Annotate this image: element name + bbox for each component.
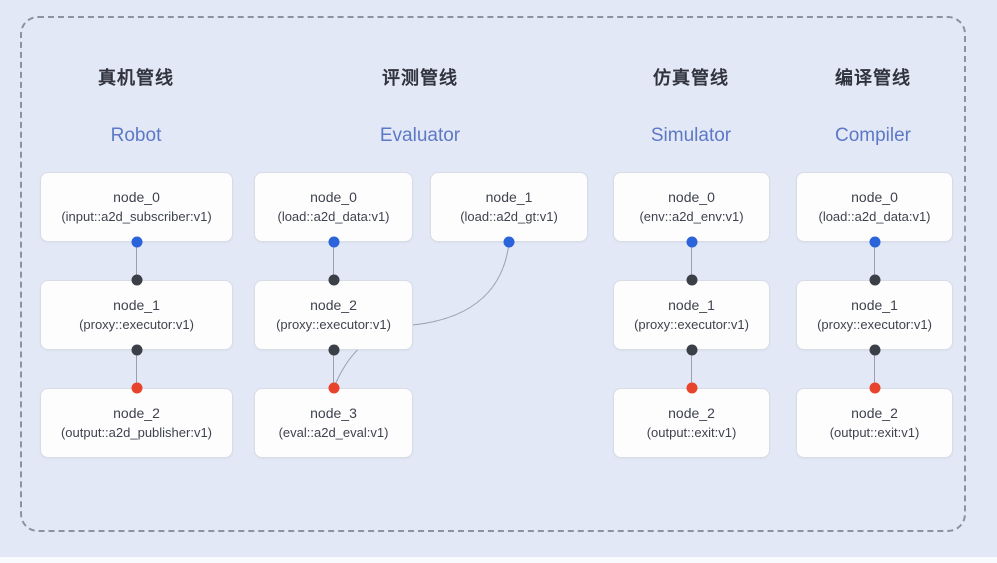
pipeline-title-compiler-en: Compiler bbox=[834, 125, 912, 146]
output-port-dot[interactable] bbox=[328, 236, 339, 248]
input-port-dot[interactable] bbox=[869, 274, 880, 286]
output-port-dot[interactable] bbox=[686, 344, 697, 356]
node-name: node_0 bbox=[310, 189, 357, 206]
node-evaluator-node0[interactable]: node_0 (load::a2d_data:v1) bbox=[254, 172, 413, 242]
input-port-dot[interactable] bbox=[686, 274, 697, 286]
pipeline-title-robot-en: Robot bbox=[110, 125, 162, 146]
pipeline-title-evaluator-zh: 评测管线 bbox=[382, 68, 458, 88]
output-port-dot[interactable] bbox=[328, 344, 339, 356]
pipeline-title-simulator-en: Simulator bbox=[650, 125, 732, 146]
node-compiler-node1[interactable]: node_1 (proxy::executor:v1) bbox=[796, 280, 953, 350]
node-detail: (proxy::executor:v1) bbox=[817, 317, 932, 333]
node-detail: (output::exit:v1) bbox=[829, 425, 920, 441]
node-simulator-node2[interactable]: node_2 (output::exit:v1) bbox=[613, 388, 770, 458]
node-name: node_0 bbox=[851, 189, 898, 206]
node-robot-node2[interactable]: node_2 (output::a2d_publisher:v1) bbox=[40, 388, 233, 458]
final-input-port-dot[interactable] bbox=[686, 382, 697, 394]
node-detail: (eval::a2d_eval:v1) bbox=[278, 425, 389, 441]
node-detail: (output::exit:v1) bbox=[646, 425, 737, 441]
node-name: node_1 bbox=[668, 297, 715, 314]
node-name: node_2 bbox=[113, 405, 160, 422]
node-evaluator-node3[interactable]: node_3 (eval::a2d_eval:v1) bbox=[254, 388, 413, 458]
final-input-port-dot[interactable] bbox=[328, 382, 339, 394]
node-name: node_3 bbox=[310, 405, 357, 422]
bottom-edge-strip bbox=[0, 557, 997, 563]
node-robot-node0[interactable]: node_0 (input::a2d_subscriber:v1) bbox=[40, 172, 233, 242]
output-port-dot[interactable] bbox=[869, 344, 880, 356]
final-input-port-dot[interactable] bbox=[869, 382, 880, 394]
node-name: node_2 bbox=[668, 405, 715, 422]
node-detail: (proxy::executor:v1) bbox=[276, 317, 391, 333]
input-port-dot[interactable] bbox=[131, 274, 142, 286]
pipeline-title-simulator-zh: 仿真管线 bbox=[653, 68, 729, 88]
node-detail: (proxy::executor:v1) bbox=[79, 317, 194, 333]
node-name: node_2 bbox=[851, 405, 898, 422]
node-robot-node1[interactable]: node_1 (proxy::executor:v1) bbox=[40, 280, 233, 350]
edge-evaluator-n1-n3-curve bbox=[334, 242, 510, 386]
node-evaluator-node2[interactable]: node_2 (proxy::executor:v1) bbox=[254, 280, 413, 350]
node-simulator-node0[interactable]: node_0 (env::a2d_env:v1) bbox=[613, 172, 770, 242]
node-name: node_1 bbox=[113, 297, 160, 314]
node-name: node_1 bbox=[851, 297, 898, 314]
output-port-dot[interactable] bbox=[503, 236, 515, 248]
node-name: node_0 bbox=[113, 189, 160, 206]
node-name: node_1 bbox=[485, 189, 533, 206]
pipeline-title-evaluator-en: Evaluator bbox=[379, 125, 461, 146]
node-detail: (env::a2d_env:v1) bbox=[639, 209, 744, 225]
node-detail: (load::a2d_data:v1) bbox=[818, 209, 931, 225]
node-compiler-node0[interactable]: node_0 (load::a2d_data:v1) bbox=[796, 172, 953, 242]
node-detail: (output::a2d_publisher:v1) bbox=[60, 425, 213, 441]
node-compiler-node2[interactable]: node_2 (output::exit:v1) bbox=[796, 388, 953, 458]
node-name: node_0 bbox=[668, 189, 715, 206]
pipeline-title-robot-zh: 真机管线 bbox=[98, 68, 174, 88]
output-port-dot[interactable] bbox=[686, 236, 697, 248]
node-evaluator-node1[interactable]: node_1 (load::a2d_gt:v1) bbox=[430, 172, 588, 242]
final-input-port-dot[interactable] bbox=[131, 382, 142, 394]
node-detail: (proxy::executor:v1) bbox=[634, 317, 749, 333]
output-port-dot[interactable] bbox=[131, 344, 142, 356]
node-detail: (input::a2d_subscriber:v1) bbox=[61, 209, 212, 225]
output-port-dot[interactable] bbox=[869, 236, 880, 248]
node-simulator-node1[interactable]: node_1 (proxy::executor:v1) bbox=[613, 280, 770, 350]
input-port-dot[interactable] bbox=[328, 274, 339, 286]
node-detail: (load::a2d_gt:v1) bbox=[460, 209, 558, 225]
pipeline-title-compiler-zh: 编译管线 bbox=[835, 68, 911, 88]
output-port-dot[interactable] bbox=[131, 236, 142, 248]
node-name: node_2 bbox=[310, 297, 357, 314]
node-detail: (load::a2d_data:v1) bbox=[277, 209, 390, 225]
